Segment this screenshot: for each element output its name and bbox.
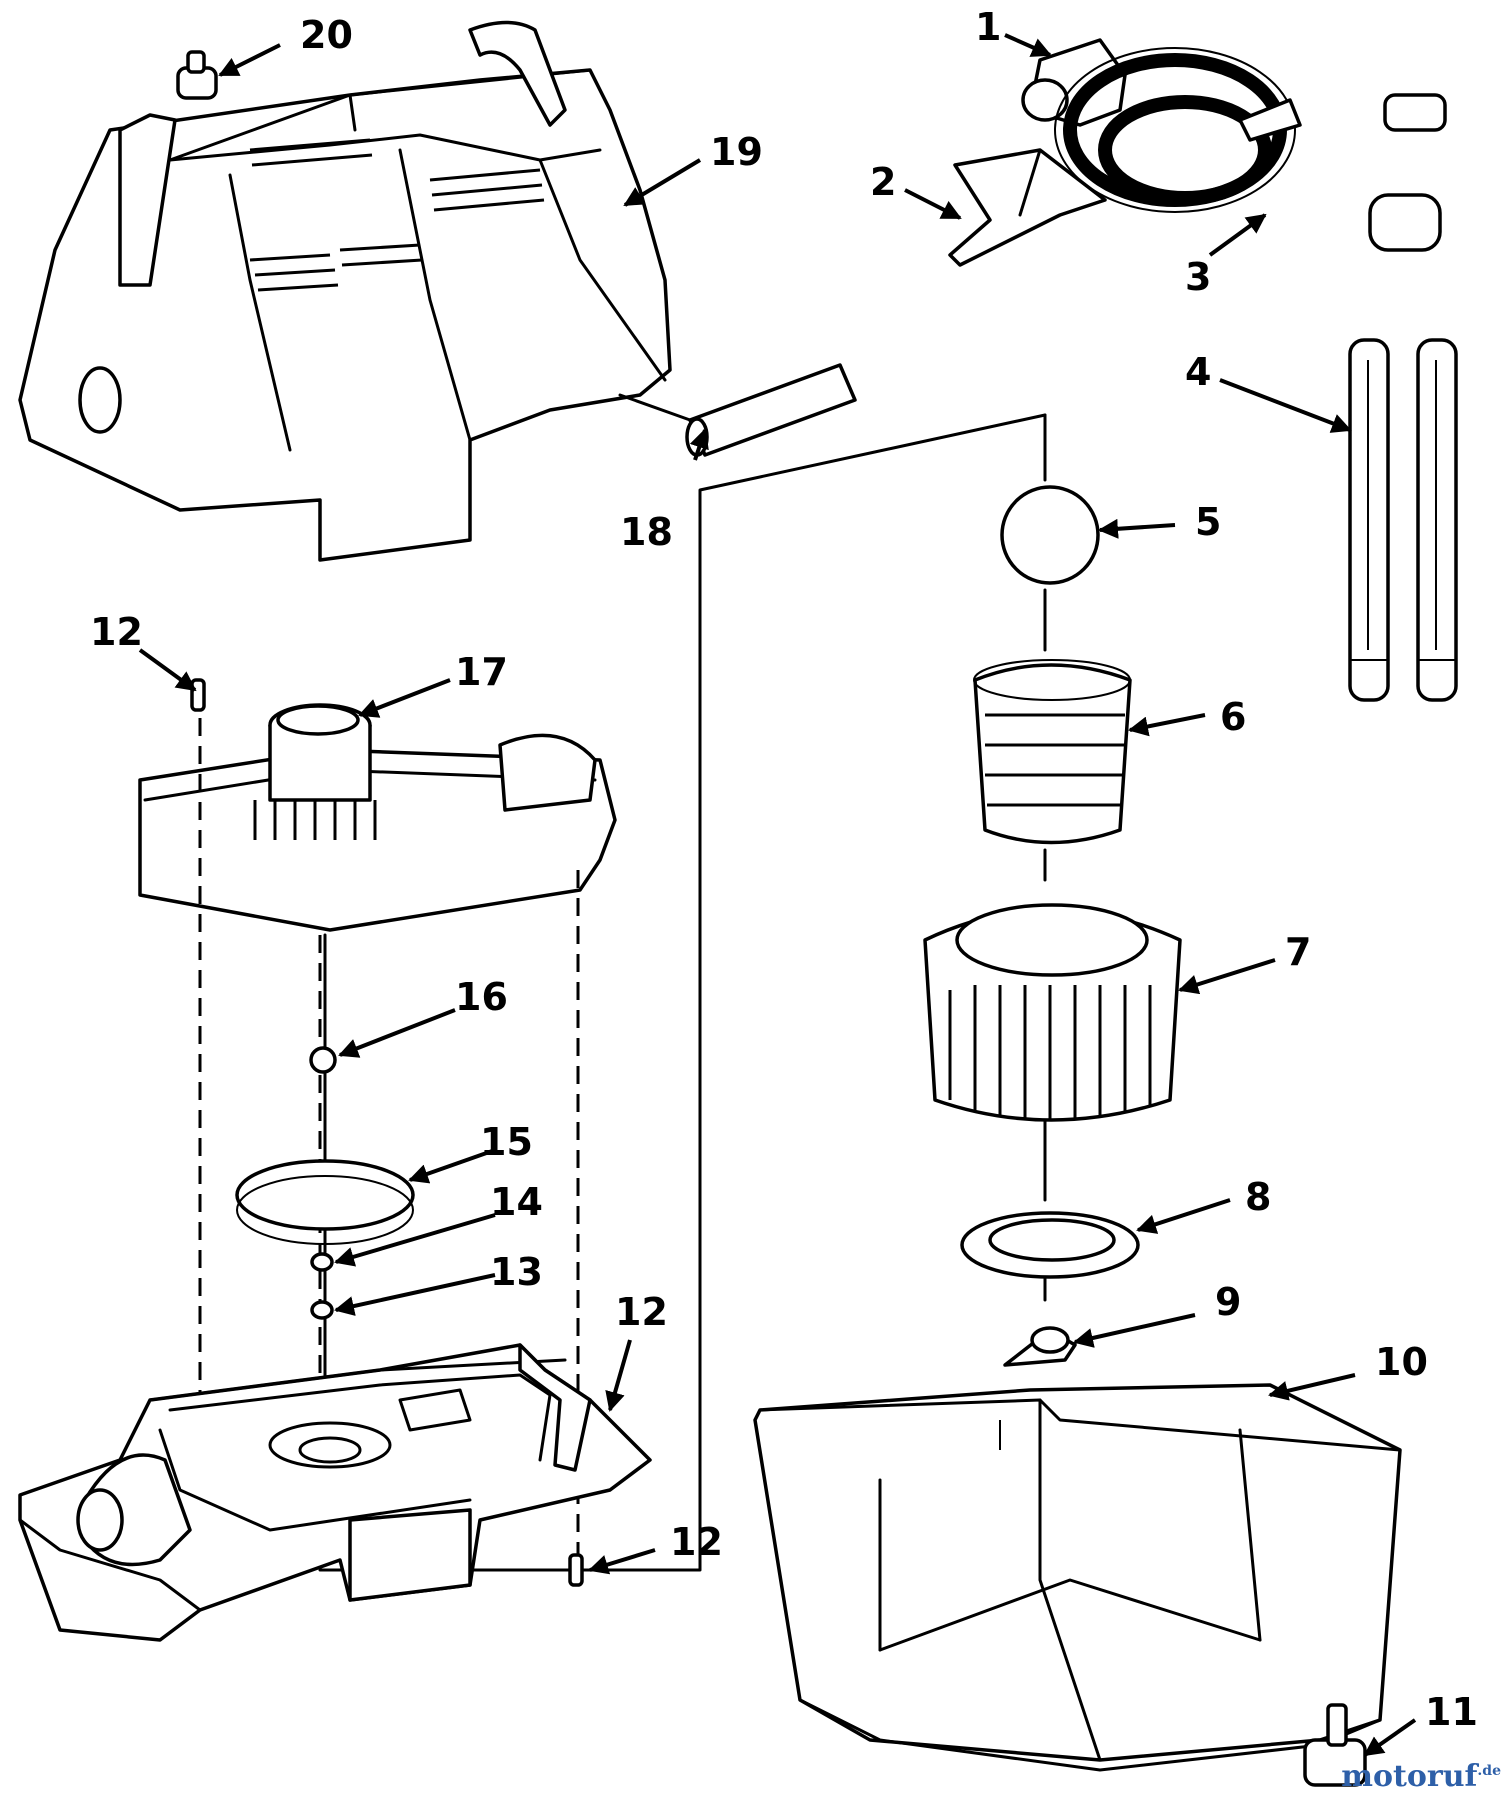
watermark-brand: motoruf [1341, 1759, 1478, 1794]
label-part-15: 14 [490, 1180, 543, 1224]
lid-base-illustration [18, 1343, 652, 1642]
wing-nut-illustration [1003, 1326, 1077, 1367]
extension-tubes-illustration [1348, 338, 1458, 702]
label-part-6: 6 [1220, 695, 1246, 739]
label-part-9: 9 [1215, 1280, 1241, 1324]
label-part-16: 15 [480, 1120, 533, 1164]
watermark-logo: motoruf.de [1341, 1759, 1501, 1794]
hose-illustration [1054, 47, 1447, 252]
elbow-nozzle-illustration [1021, 38, 1127, 127]
label-part-20: 19 [710, 130, 763, 174]
label-part-7: 7 [1285, 930, 1311, 974]
nut-illustration-upper [310, 1252, 334, 1272]
label-part-18: 17 [455, 650, 508, 694]
label-part-14: 13 [490, 1250, 543, 1294]
filter-ring-illustration [960, 1211, 1140, 1279]
tank-illustration [753, 1383, 1402, 1772]
knob-illustration [176, 50, 218, 100]
screw-illustration-upper [190, 678, 206, 712]
label-part-2: 2 [870, 160, 896, 204]
washer-illustration [309, 1046, 337, 1074]
label-part-12-lower: 12 [670, 1520, 723, 1564]
label-part-12-upper: 12 [90, 610, 143, 654]
label-part-8: 8 [1245, 1175, 1271, 1219]
label-part-4: 4 [1185, 350, 1211, 394]
label-part-11: 11 [1425, 1690, 1478, 1734]
label-part-19: 18 [620, 510, 673, 554]
motor-assembly-illustration [138, 703, 617, 932]
label-part-13: 12 [615, 1290, 668, 1334]
floor-nozzle-illustration [948, 148, 1107, 267]
label-part-3: 3 [1185, 255, 1211, 299]
label-part-1: 1 [975, 5, 1001, 49]
label-part-10: 10 [1375, 1340, 1428, 1384]
label-part-5: 5 [1195, 500, 1221, 544]
cartridge-filter-illustration [923, 903, 1182, 1122]
label-part-21: 20 [300, 13, 353, 57]
watermark-suffix: .de [1477, 1763, 1501, 1779]
filter-cage-illustration [973, 659, 1132, 845]
head-cover-illustration [18, 20, 672, 562]
caster-illustration [1303, 1703, 1367, 1787]
label-part-17: 16 [455, 975, 508, 1019]
screw-illustration-lower [568, 1553, 584, 1587]
filter-disc-illustration [235, 1159, 415, 1245]
nut-illustration-lower [310, 1300, 334, 1320]
float-ball-illustration [1000, 485, 1100, 585]
